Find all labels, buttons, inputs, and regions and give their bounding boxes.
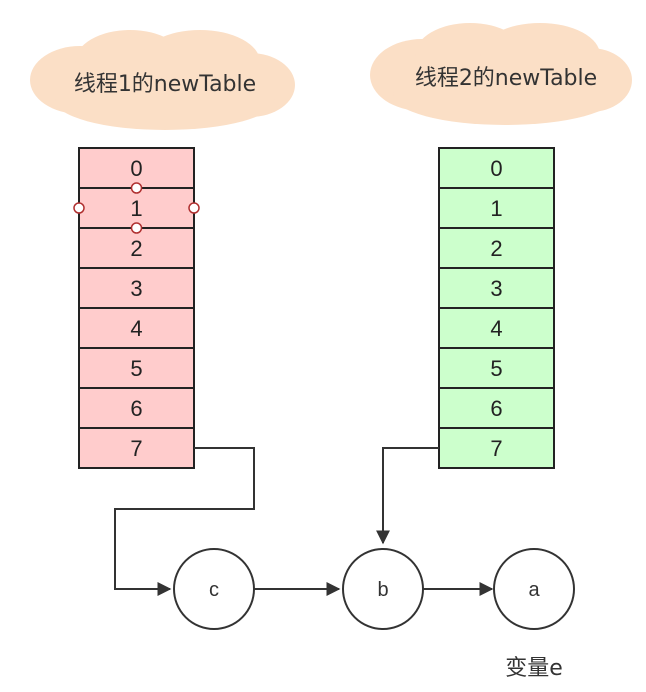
table2-cell-6[interactable]: 6 xyxy=(438,387,555,429)
node-c-label: c xyxy=(209,579,219,601)
table2-array: 0 1 2 3 4 5 6 7 xyxy=(438,147,555,469)
table2-cell-label: 5 xyxy=(490,356,502,381)
table1-cell-1[interactable]: 1 xyxy=(78,187,195,229)
resize-handle-bottom[interactable] xyxy=(130,222,143,234)
table2-cell-7[interactable]: 7 xyxy=(438,427,555,469)
connector-table2-to-b[interactable] xyxy=(376,447,439,545)
table2-title: 线程2的newTable xyxy=(415,66,597,91)
table2-cell-0[interactable]: 0 xyxy=(438,147,555,189)
cloud-shape xyxy=(30,30,295,130)
table1-array: 0 1 2 3 4 5 6 7 xyxy=(78,147,195,469)
table1-cell-label: 1 xyxy=(130,196,142,221)
node-b[interactable]: b xyxy=(342,548,424,630)
table1-cell-label: 0 xyxy=(130,156,142,181)
variable-e-label: 变量e xyxy=(505,656,563,681)
table2-cell-label: 3 xyxy=(490,276,502,301)
table1-cell-2[interactable]: 2 xyxy=(78,227,195,269)
table1-cell-label: 4 xyxy=(130,316,142,341)
table1-cell-5[interactable]: 5 xyxy=(78,347,195,389)
table1-cell-label: 2 xyxy=(130,236,142,261)
node-a[interactable]: a xyxy=(493,548,575,630)
table1-cell-4[interactable]: 4 xyxy=(78,307,195,349)
node-b-label: b xyxy=(377,579,388,601)
cloud-shape xyxy=(370,23,632,125)
resize-handle-left[interactable] xyxy=(73,202,85,214)
table2-cell-1[interactable]: 1 xyxy=(438,187,555,229)
table1-cell-6[interactable]: 6 xyxy=(78,387,195,429)
table1-cell-7[interactable]: 7 xyxy=(78,427,195,469)
cloud-label-thread2: 线程2的newTable xyxy=(370,23,632,125)
table2-cell-label: 2 xyxy=(490,236,502,261)
table1-title: 线程1的newTable xyxy=(74,72,256,97)
table1-cell-label: 7 xyxy=(130,436,142,461)
selection-handles[interactable] xyxy=(73,182,200,234)
resize-handle-right[interactable] xyxy=(188,202,200,214)
table2-cell-label: 7 xyxy=(490,436,502,461)
resize-handle-top[interactable] xyxy=(130,182,143,194)
connector-table1-to-c[interactable] xyxy=(114,447,255,596)
table2-cell-label: 6 xyxy=(490,396,502,421)
table1-cell-3[interactable]: 3 xyxy=(78,267,195,309)
table1-cell-label: 5 xyxy=(130,356,142,381)
table2-cell-label: 0 xyxy=(490,156,502,181)
node-a-label: a xyxy=(528,579,540,601)
node-c[interactable]: c xyxy=(173,548,255,630)
table2-cell-label: 4 xyxy=(490,316,502,341)
table2-cell-3[interactable]: 3 xyxy=(438,267,555,309)
table2-cell-label: 1 xyxy=(490,196,502,221)
table1-cell-0[interactable]: 0 xyxy=(78,147,195,189)
cloud-label-thread1: 线程1的newTable xyxy=(30,30,295,130)
table2-cell-2[interactable]: 2 xyxy=(438,227,555,269)
table1-cell-label: 6 xyxy=(130,396,142,421)
table2-cell-4[interactable]: 4 xyxy=(438,307,555,349)
table1-cell-label: 3 xyxy=(130,276,142,301)
table2-cell-5[interactable]: 5 xyxy=(438,347,555,389)
